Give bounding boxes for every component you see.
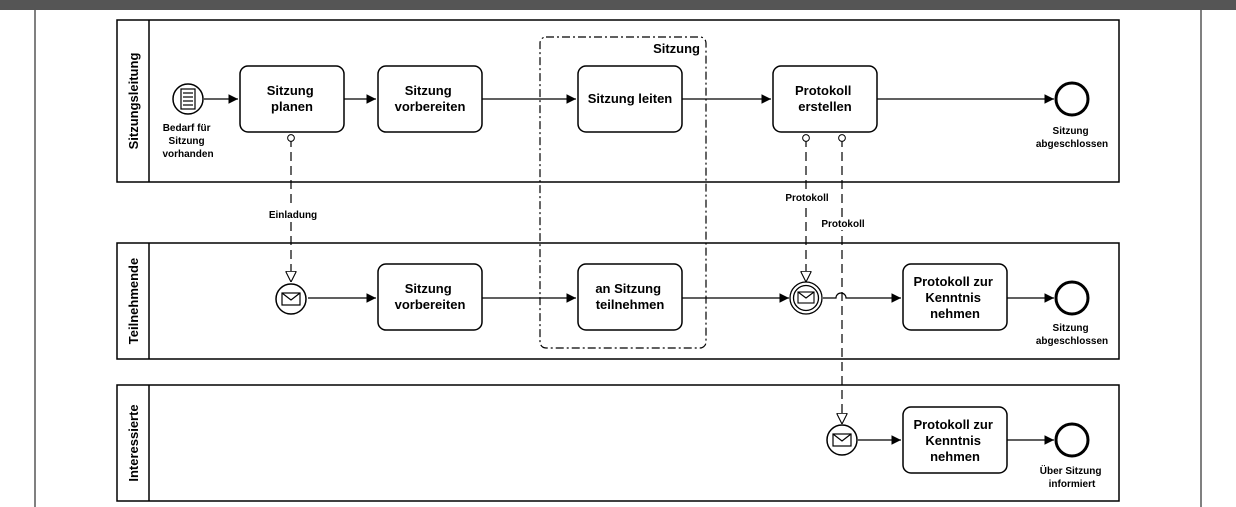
- task-label: Sitzung vorbereiten: [395, 83, 466, 114]
- end-event-label: Sitzung abgeschlossen: [1036, 126, 1108, 150]
- message-flow-einladung: Einladung: [263, 138, 323, 282]
- document-list-icon: [180, 88, 196, 110]
- task-label: an Sitzung teilnehmen: [595, 281, 664, 312]
- task-protokoll-erstellen[interactable]: Protokoll erstellen: [772, 65, 878, 133]
- task-label: Protokoll zur Kenntnis nehmen: [913, 417, 996, 464]
- window-header-bar: [0, 0, 1236, 10]
- envelope-icon: [832, 433, 852, 447]
- task-sitzung-vorbereiten-leitung[interactable]: Sitzung vorbereiten: [377, 65, 483, 133]
- intermediate-event-message-protokoll: [789, 281, 823, 315]
- message-flow-protokoll-interessierte: Protokoll: [817, 138, 869, 424]
- message-label-protokoll-2: Protokoll: [821, 219, 865, 230]
- task-label: Sitzung vorbereiten: [395, 281, 466, 312]
- task-sitzung-vorbereiten-teilnehmende[interactable]: Sitzung vorbereiten: [377, 263, 483, 331]
- lane-label-sitzungsleitung: Sitzungsleitung: [126, 53, 141, 150]
- envelope-icon: [281, 292, 301, 306]
- end-event-label: Über Sitzung informiert: [1040, 464, 1104, 490]
- start-event-label: Bedarf für Sitzung vorhanden: [162, 123, 213, 160]
- group-label: Sitzung: [653, 41, 700, 56]
- message-flow-protokoll-teilnehmende: Protokoll: [780, 138, 832, 282]
- start-event-message-einladung: [275, 283, 307, 315]
- task-an-sitzung-teilnehmen[interactable]: an Sitzung teilnehmen: [577, 263, 683, 331]
- task-sitzung-leiten[interactable]: Sitzung leiten: [577, 65, 683, 133]
- end-event-sitzung-abgeschlossen-1: Sitzung abgeschlossen: [1036, 81, 1108, 150]
- end-event-ueber-sitzung-informiert: Über Sitzung informiert: [1040, 422, 1104, 490]
- lane-label-teilnehmende: Teilnehmende: [126, 258, 141, 344]
- end-event-sitzung-abgeschlossen-2: Sitzung abgeschlossen: [1036, 280, 1108, 347]
- start-event-message-protokoll: [826, 424, 858, 456]
- lane-label-interessierte: Interessierte: [126, 404, 141, 481]
- message-label-einladung: Einladung: [269, 210, 317, 221]
- task-label: Sitzung planen: [267, 83, 318, 114]
- task-sitzung-planen[interactable]: Sitzung planen: [239, 65, 345, 133]
- group-sitzung: Sitzung: [539, 36, 707, 349]
- end-event-label: Sitzung abgeschlossen: [1036, 323, 1108, 347]
- envelope-icon: [797, 291, 815, 304]
- task-label: Sitzung leiten: [588, 91, 673, 106]
- start-event-conditional: Bedarf für Sitzung vorhanden: [162, 83, 214, 160]
- message-label-protokoll-1: Protokoll: [785, 193, 829, 204]
- task-protokoll-zur-kenntnis-interessierte[interactable]: Protokoll zur Kenntnis nehmen: [902, 406, 1008, 474]
- task-label: Protokoll zur Kenntnis nehmen: [913, 274, 996, 321]
- task-protokoll-zur-kenntnis-teilnehmende[interactable]: Protokoll zur Kenntnis nehmen: [902, 263, 1008, 331]
- task-label: Protokoll erstellen: [795, 83, 855, 114]
